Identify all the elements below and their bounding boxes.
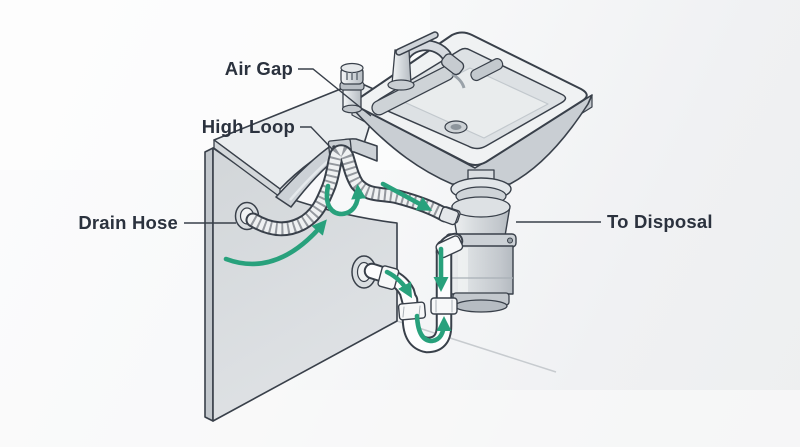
hose-ribs xyxy=(249,145,449,236)
drain-hose-label: Drain Hose xyxy=(78,212,178,233)
flow-arrows xyxy=(223,181,452,344)
sink-drain-hole xyxy=(450,124,462,130)
flow-arrow-trap-in xyxy=(384,269,412,299)
leader-high-loop xyxy=(300,126,334,151)
air-gap-label: Air Gap xyxy=(224,58,293,79)
to-disposal-label: To Disposal xyxy=(607,211,713,232)
high-loop-label: High Loop xyxy=(201,116,295,137)
sprayer xyxy=(470,58,504,82)
flow-arrow-high-loop xyxy=(324,183,367,217)
leader-air-gap xyxy=(298,68,372,117)
background-patch xyxy=(0,390,800,447)
flow-arrow-to-disposal xyxy=(380,181,433,211)
garbage-disposal xyxy=(439,169,517,313)
faucet-spray-head xyxy=(441,53,465,76)
air-gap-device xyxy=(339,62,365,114)
sink-underside xyxy=(351,94,593,185)
leader-lines xyxy=(184,68,601,224)
flow-arrow-drain-hose xyxy=(223,219,327,267)
kitchen-sink xyxy=(355,31,588,166)
flow-arrow-trap-bend xyxy=(414,313,452,344)
faucet xyxy=(371,31,504,116)
dishwasher-drain-hose xyxy=(245,144,460,237)
